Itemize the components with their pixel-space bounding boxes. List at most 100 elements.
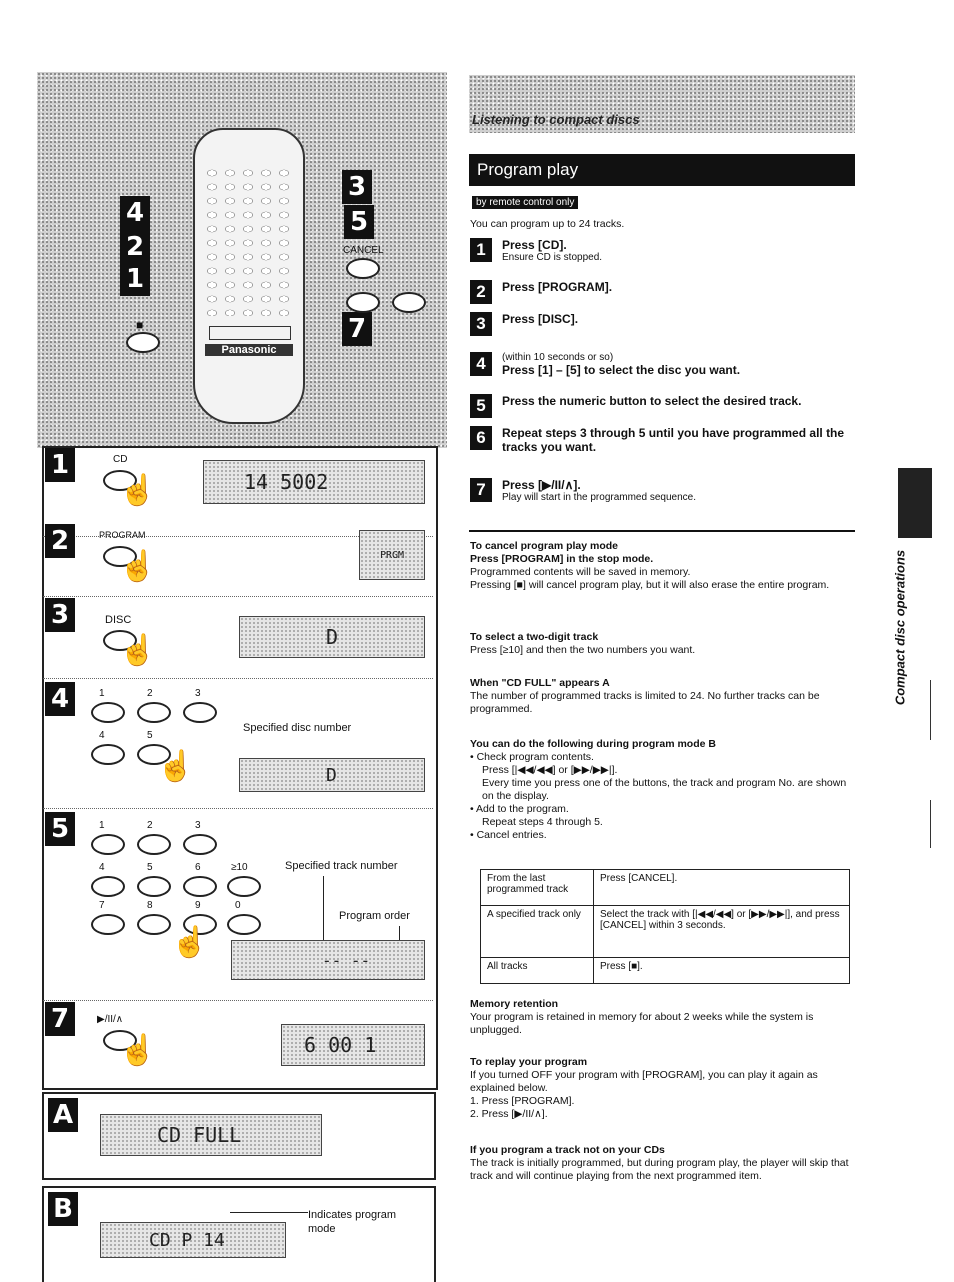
- callout-1: 1: [120, 262, 150, 296]
- key-9-button[interactable]: [183, 914, 217, 935]
- track-number-note: Specified track number: [285, 860, 398, 872]
- cd-button[interactable]: [103, 470, 137, 491]
- key-7-button[interactable]: [91, 914, 125, 935]
- key-4-button[interactable]: [91, 876, 125, 897]
- cd-full-text: The number of programmed tracks is limit…: [470, 690, 820, 715]
- step-title: Repeat steps 3 through 5 until you have …: [502, 426, 845, 454]
- table-row: A specified track only Select the track …: [480, 905, 850, 958]
- step-title: Press [▶/II/∧].: [502, 478, 581, 492]
- not-on-cd-section: If you program a track not on your CDs T…: [470, 1144, 854, 1183]
- volume-bar: [209, 326, 291, 340]
- program-button[interactable]: [103, 546, 137, 567]
- memory-text: Your program is retained in memory for a…: [470, 1011, 814, 1036]
- stop-symbol: ■: [136, 318, 144, 332]
- during-bullet-1a: Press [|◀◀/◀◀] or [▶▶/▶▶|].: [482, 764, 618, 776]
- callout-2: 2: [120, 230, 150, 264]
- section-header-band: [469, 75, 855, 133]
- sidebar-rule-1: [930, 680, 931, 740]
- step-number: 3: [470, 312, 492, 336]
- during-bullet-2: • Add to the program.: [470, 803, 569, 815]
- key-5-button[interactable]: [137, 876, 171, 897]
- key-3-label: 3: [195, 688, 201, 699]
- replay-section: To replay your program If you turned OFF…: [470, 1056, 854, 1121]
- lcd-display: -- --: [231, 940, 425, 980]
- callout-4: 4: [120, 196, 150, 230]
- key-10plus-label: ≥10: [231, 862, 248, 873]
- key-3-button[interactable]: [183, 702, 217, 723]
- step-panel-1: 1 CD ☝ 14 5002: [43, 446, 433, 537]
- key-3-button[interactable]: [183, 834, 217, 855]
- table-cell: Select the track with [|◀◀/◀◀] or [▶▶/▶▶…: [593, 905, 850, 958]
- cancel-button[interactable]: [346, 258, 380, 279]
- pointing-hand-icon: ☝: [157, 750, 195, 783]
- skip-back-button[interactable]: [346, 292, 380, 313]
- during-bullet-2a: Repeat steps 4 through 5.: [482, 816, 603, 828]
- instruction-step-6: 6 Repeat steps 3 through 5 until you hav…: [470, 426, 856, 454]
- key-5-button[interactable]: [137, 744, 171, 765]
- disc-button[interactable]: [103, 630, 137, 651]
- lcd-display: 14 5002: [203, 460, 425, 504]
- key-7-label: 7: [99, 900, 105, 911]
- during-bullet-3: • Cancel entries.: [470, 829, 547, 841]
- step-title: Press [CD].: [502, 238, 567, 252]
- bullet-text: Cancel entries.: [476, 829, 547, 841]
- key-8-button[interactable]: [137, 914, 171, 935]
- panel-b: B CD P 14 Indicates program mode: [42, 1186, 436, 1282]
- instruction-step-1: 1 Press [CD]. Ensure CD is stopped.: [470, 238, 602, 263]
- step-subtext: Play will start in the programmed sequen…: [502, 492, 696, 503]
- key-6-button[interactable]: [183, 876, 217, 897]
- key-4-label: 4: [99, 862, 105, 873]
- lcd-display: CD P 14: [100, 1222, 286, 1258]
- step-panel-2: 2 PROGRAM ☝ PRGM: [43, 520, 433, 597]
- step-number: 5: [45, 812, 75, 846]
- key-2-button[interactable]: [137, 702, 171, 723]
- step-number: 2: [45, 524, 75, 558]
- step-title: Press [1] – [5] to select the disc you w…: [502, 363, 741, 377]
- key-1-button[interactable]: [91, 702, 125, 723]
- step-number: 4: [45, 682, 75, 716]
- step-number: 7: [45, 1002, 75, 1036]
- stop-button[interactable]: [126, 332, 160, 353]
- key-1-button[interactable]: [91, 834, 125, 855]
- bullet-text: Add to the program.: [476, 803, 569, 815]
- step-panel-3: 3 DISC ☝ D: [43, 596, 433, 679]
- cancel-section: To cancel program play mode Press [PROGR…: [470, 540, 854, 592]
- two-digit-section: To select a two-digit track Press [≥10] …: [470, 631, 854, 657]
- lcd-display: CD FULL: [100, 1114, 322, 1156]
- track-pointer-line: [323, 876, 324, 960]
- key-5-label: 5: [147, 862, 153, 873]
- pointing-hand-icon: ☝: [119, 1034, 157, 1067]
- not-on-cd-heading: If you program a track not on your CDs: [470, 1144, 665, 1156]
- button-label: ▶/II/∧: [97, 1014, 124, 1025]
- skip-forward-button[interactable]: [392, 292, 426, 313]
- pointing-hand-icon: ☝: [119, 550, 157, 583]
- panel-letter: A: [48, 1098, 78, 1132]
- table-row: All tracks Press [■].: [480, 957, 850, 984]
- panel-letter: B: [48, 1192, 78, 1226]
- play-pause-button[interactable]: [103, 1030, 137, 1051]
- cancel-heading: To cancel program play mode: [470, 540, 619, 552]
- key-2-button[interactable]: [137, 834, 171, 855]
- callout-3: 3: [342, 170, 372, 204]
- key-10plus-button[interactable]: [227, 876, 261, 897]
- key-4-button[interactable]: [91, 744, 125, 765]
- instruction-step-2: 2 Press [PROGRAM].: [470, 280, 612, 304]
- sidebar-rule-2: [930, 800, 931, 848]
- key-0-button[interactable]: [227, 914, 261, 935]
- program-mode-note: Indicates program mode: [308, 1209, 397, 1235]
- button-label: CD: [113, 454, 128, 465]
- program-order-note: Program order: [339, 910, 410, 922]
- instruction-step-3: 3 Press [DISC].: [470, 312, 578, 336]
- memory-section: Memory retention Your program is retaine…: [470, 998, 854, 1037]
- key-2-label: 2: [147, 688, 153, 699]
- program-mode-pointer: [230, 1212, 308, 1213]
- replay-step-1: 1. Press [PROGRAM].: [470, 1095, 575, 1107]
- key-0-label: 0: [235, 900, 241, 911]
- divider: [469, 530, 855, 532]
- key-3-label: 3: [195, 820, 201, 831]
- lcd-display: 6 00 1: [281, 1024, 425, 1066]
- step-panel-5: 5 1 2 3 4 5 6 ≥10 7 8 9 0 ☝ Specified tr…: [43, 808, 433, 1001]
- instruction-step-7: 7 Press [▶/II/∧]. Play will start in the…: [470, 478, 696, 503]
- remote-control: Panasonic: [193, 128, 305, 424]
- pointing-hand-icon: ☝: [119, 474, 157, 507]
